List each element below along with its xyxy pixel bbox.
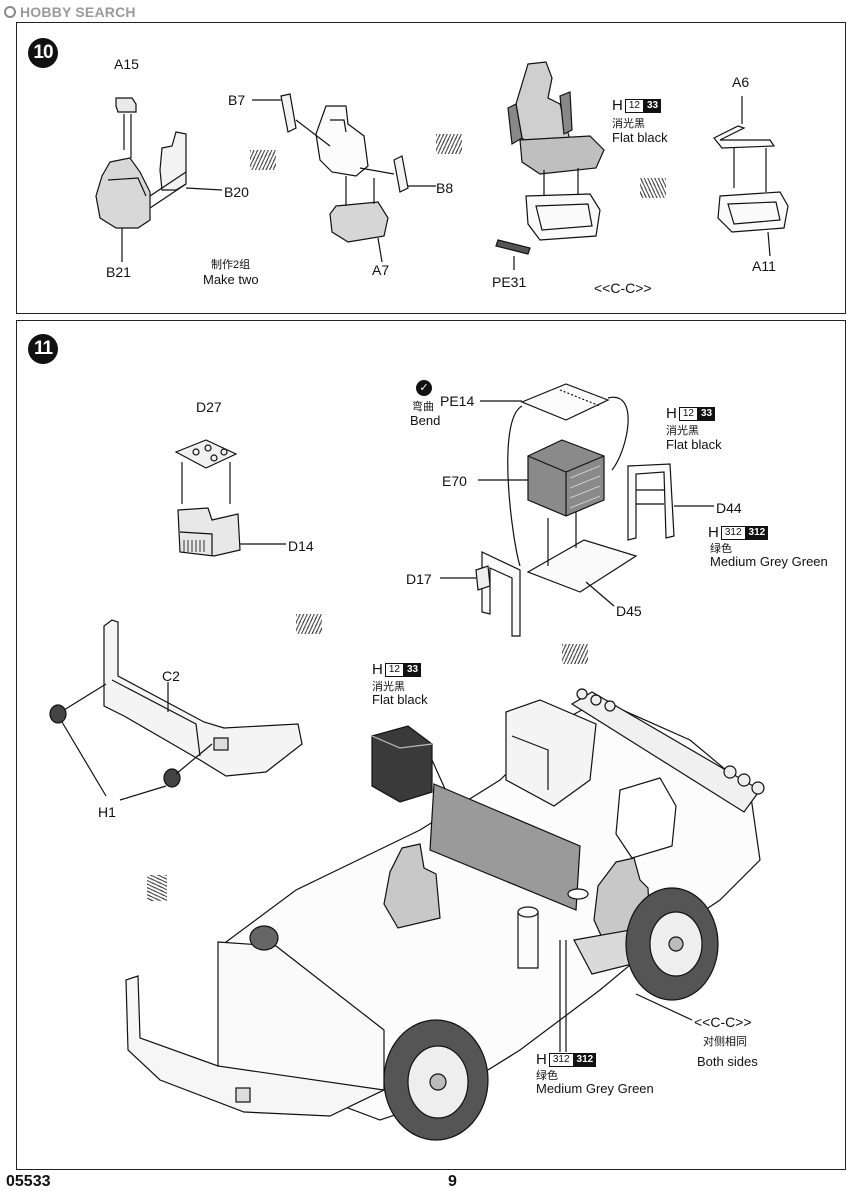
- part-label-pe14: PE14: [440, 393, 475, 409]
- direction-arrow-icon: [250, 150, 276, 170]
- part-label-b20: B20: [224, 184, 249, 200]
- part-label-b8: B8: [436, 180, 454, 196]
- paint-name-en: Medium Grey Green: [710, 554, 828, 569]
- logo-text: HOBBY SEARCH: [20, 4, 136, 20]
- part-label-d14: D14: [288, 538, 314, 554]
- paint-name-cn: 消光黑: [666, 425, 699, 437]
- step-10-panel: [16, 22, 846, 314]
- paint-name-cn: 消光黑: [372, 681, 405, 693]
- direction-arrow-icon: [436, 134, 462, 154]
- paint-code: H 12 33: [612, 97, 662, 114]
- bend-label-en: Bend: [410, 413, 441, 428]
- paint-name-en: Flat black: [612, 130, 668, 145]
- part-label-d45: D45: [616, 603, 642, 619]
- paint-code: H 12 33: [666, 405, 716, 422]
- paint-code: H 312 312: [708, 524, 769, 541]
- bend-label-cn: 弯曲: [412, 401, 434, 413]
- paint-name-en: Medium Grey Green: [536, 1081, 654, 1096]
- both-sides-cn: 对侧相同: [703, 1036, 747, 1048]
- magnifier-icon: [4, 6, 16, 18]
- site-logo: HOBBY SEARCH: [4, 3, 136, 21]
- part-label-b7: B7: [228, 92, 246, 108]
- page-number: 9: [448, 1173, 457, 1190]
- part-label-b21: B21: [106, 264, 131, 280]
- paint-name-cn: 绿色: [710, 543, 732, 555]
- part-label-a11: A11: [752, 258, 776, 274]
- paint-name-cn: 绿色: [536, 1070, 558, 1082]
- make-two-cn: 制作2组: [211, 259, 251, 271]
- section-ref-cc: <<C-C>>: [694, 1014, 752, 1030]
- section-ref-cc: <<C-C>>: [594, 280, 652, 296]
- part-label-c2: C2: [162, 668, 180, 684]
- paint-name-en: Flat black: [372, 692, 428, 707]
- make-two-en: Make two: [203, 272, 259, 287]
- paint-name-cn: 消光黑: [612, 118, 645, 130]
- part-label-pe31: PE31: [492, 274, 527, 290]
- product-code: 05533: [6, 1173, 51, 1190]
- step-11-panel: [16, 320, 846, 1170]
- step-10-number: 10: [28, 38, 58, 68]
- part-label-h1: H1: [98, 804, 116, 820]
- part-label-d17: D17: [406, 571, 432, 587]
- paint-code: H 312 312: [536, 1051, 597, 1068]
- step-11-number: 11: [28, 334, 58, 364]
- part-label-a7: A7: [372, 262, 390, 278]
- part-label-d27: D27: [196, 399, 222, 415]
- both-sides-en: Both sides: [697, 1054, 758, 1069]
- direction-arrow-icon: [147, 875, 167, 901]
- bend-icon: ✓: [416, 380, 432, 396]
- paint-name-en: Flat black: [666, 437, 722, 452]
- part-label-d44: D44: [716, 500, 742, 516]
- direction-arrow-icon: [640, 178, 666, 198]
- part-label-a15: A15: [114, 56, 139, 72]
- part-label-e70: E70: [442, 473, 467, 489]
- part-label-a6: A6: [732, 74, 750, 90]
- direction-arrow-icon: [562, 644, 588, 664]
- paint-code: H 12 33: [372, 661, 422, 678]
- direction-arrow-icon: [296, 614, 322, 634]
